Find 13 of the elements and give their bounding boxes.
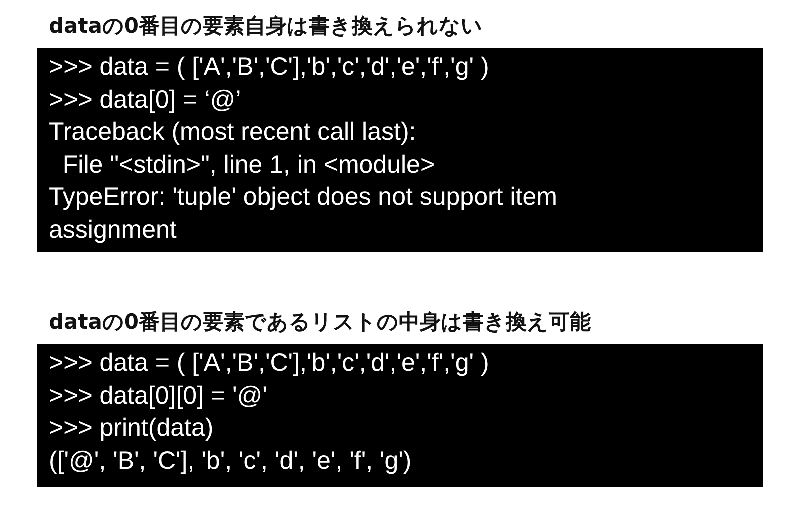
terminal-panel xyxy=(37,48,763,252)
section-heading: dataの0番目の要素であるリストの中身は書き換え可能 xyxy=(49,309,592,336)
code-line: >>> data[0] = ‘@’ xyxy=(49,84,242,116)
code-line: >>> data = ( ['A','B','C'],'b','c','d','e','f','g' ) xyxy=(49,348,490,379)
code-line: >>> print(data) xyxy=(49,413,215,444)
section-heading: dataの0番目の要素自身は書き換えられない xyxy=(49,13,484,40)
code-line: TypeError: 'tuple' object does not support item assignment xyxy=(49,182,558,246)
code-line: File "<stdin>", line 1, in <module> xyxy=(62,150,436,180)
code-line: (['@', 'B', 'C'], 'b', 'c', 'd', 'e', 'f', 'g') xyxy=(49,446,413,476)
code-line: >>> data[0][0] = '@' xyxy=(49,380,268,412)
code-line: >>> data = ( ['A','B','C'],'b','c','d','e','f','g' ) xyxy=(49,52,490,83)
terminal-panel xyxy=(37,344,763,487)
code-line: Traceback (most recent call last): xyxy=(49,117,418,148)
